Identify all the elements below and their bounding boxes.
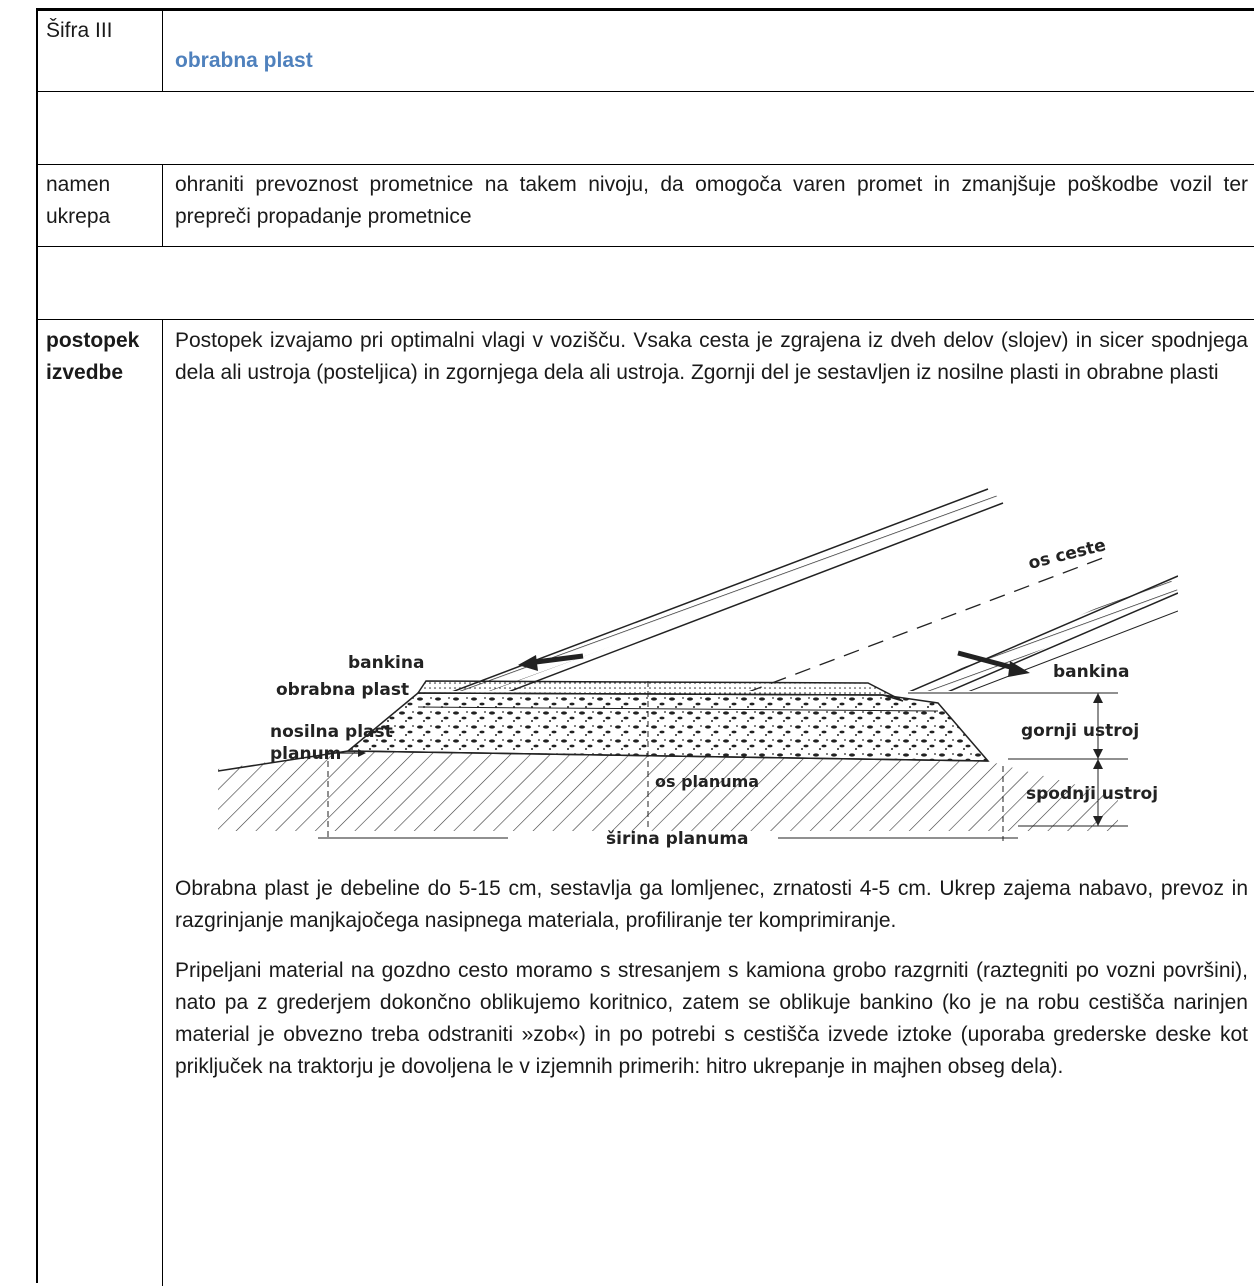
purpose-text: ohraniti prevoznost prometnice na takem … xyxy=(175,173,1248,228)
subgrade-width-label: širina planuma xyxy=(606,829,749,849)
document-table: Šifra III obrabna plast namen ukrepa ohr… xyxy=(36,8,1254,1286)
shoulder-right-label: bankina xyxy=(1053,662,1129,682)
base-layer-shape xyxy=(345,692,990,762)
road-axis-label: os ceste xyxy=(1026,535,1108,574)
subgrade-axis-label: os planuma xyxy=(655,772,759,791)
purpose-label-line2: ukrepa xyxy=(46,205,111,228)
row-separator xyxy=(38,319,1254,320)
road-layers-diagram: os planuma širina planuma gornji ustroj … xyxy=(218,650,1158,849)
base-layer-label: nosilna plast xyxy=(270,722,393,742)
subgrade-label: planum xyxy=(270,744,341,764)
measure-title: obrabna plast xyxy=(175,49,313,72)
procedure-label-line2: izvedbe xyxy=(46,361,124,384)
wear-layer-label: obrabna plast xyxy=(276,680,409,700)
spacer-row xyxy=(38,247,1254,320)
shoulder-right-arrow xyxy=(957,650,1019,672)
subgrade-ground xyxy=(218,751,1118,831)
column-divider xyxy=(162,11,163,92)
procedure-label: postopek izvedbe xyxy=(38,325,162,389)
purpose-label: namen ukrepa xyxy=(38,169,162,233)
procedure-steps-description: Pripeljani material na gozdno cesto mora… xyxy=(175,959,1248,1078)
spacer-row xyxy=(38,92,1254,165)
procedure-intro: Postopek izvajamo pri optimalni vlagi v … xyxy=(175,329,1248,384)
wear-layer-description: Obrabna plast je debeline do 5-15 cm, se… xyxy=(175,877,1248,932)
lower-structure-label: spodnji ustroj xyxy=(1026,784,1158,804)
procedure-label-line1: postopek xyxy=(46,329,140,352)
wear-layer-shape xyxy=(416,680,904,702)
column-divider xyxy=(162,320,163,1286)
upper-structure-label: gornji ustroj xyxy=(1021,721,1139,741)
road-edge-right xyxy=(909,575,1178,691)
road-axis-line xyxy=(749,555,1109,691)
header-row: Šifra III obrabna plast xyxy=(38,11,1254,92)
column-divider xyxy=(162,165,163,247)
shoulder-left-arrow xyxy=(527,653,584,666)
purpose-row: namen ukrepa ohraniti prevoznost prometn… xyxy=(38,165,1254,247)
shoulder-left-label: bankina xyxy=(348,653,424,673)
road-cross-section-diagram: os ceste xyxy=(452,488,1178,691)
purpose-label-line1: namen xyxy=(46,173,111,196)
procedure-paragraphs: Obrabna plast je debeline do 5-15 cm, se… xyxy=(175,873,1248,1101)
code-label: Šifra III xyxy=(46,19,113,42)
